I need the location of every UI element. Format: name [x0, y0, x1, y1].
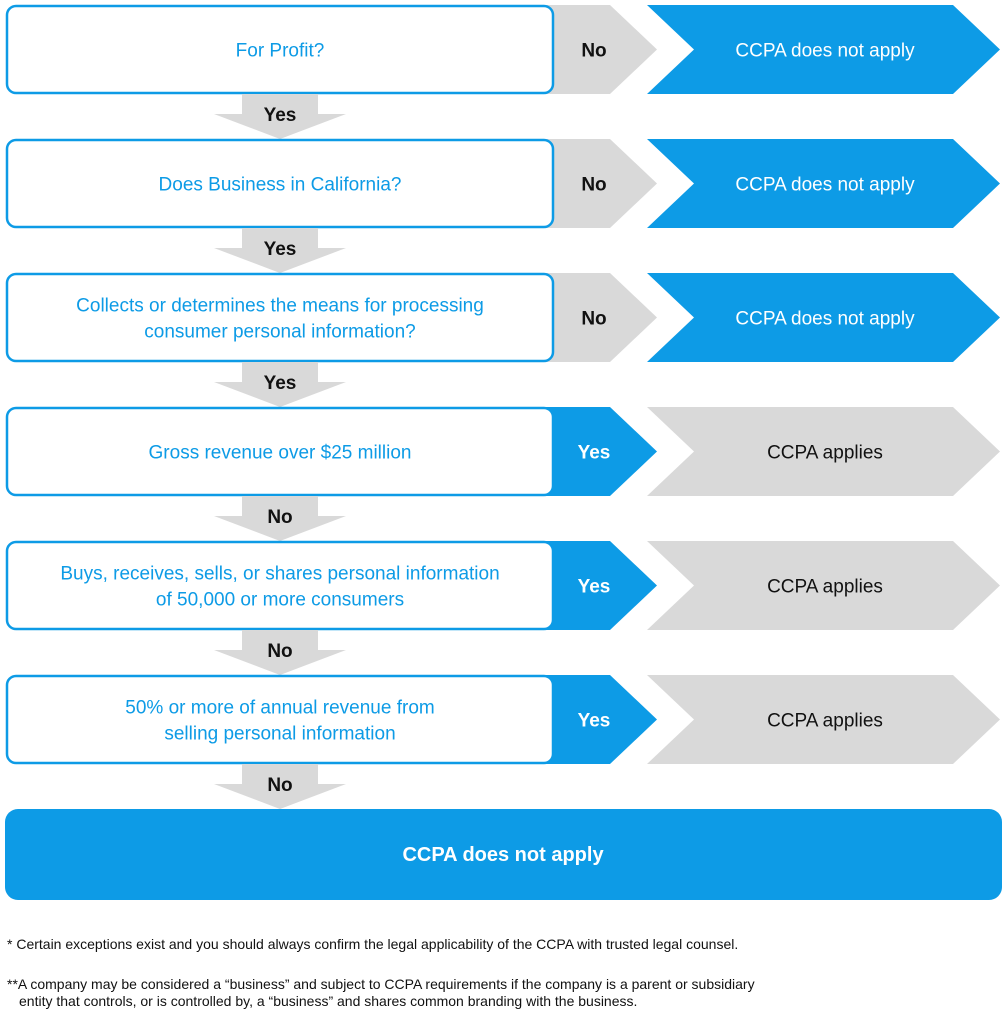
down-arrow-5 — [214, 630, 346, 675]
question-text-1: For Profit? — [236, 41, 325, 62]
question-text-2: Does Business in California? — [159, 175, 402, 196]
question-box-5 — [5, 540, 555, 631]
question-box-2 — [5, 138, 555, 229]
footnote-exceptions: * Certain exceptions exist and you shoul… — [7, 936, 997, 953]
down-label-5: No — [267, 641, 292, 662]
footnote-business-line-2: entity that controls, or is controlled b… — [19, 993, 638, 1009]
footnote-business-definition: **A company may be considered a “busines… — [7, 976, 997, 1010]
final-result-box — [5, 809, 1002, 900]
outcome-arrow-1 — [647, 5, 1000, 94]
down-label-6: No — [267, 775, 292, 796]
down-arrow-3 — [214, 362, 346, 407]
down-arrow-6 — [214, 764, 346, 809]
answer-label-4: Yes — [578, 443, 611, 464]
outcome-label-6: CCPA applies — [767, 711, 883, 732]
down-arrow-4 — [214, 496, 346, 541]
down-arrow-2 — [214, 228, 346, 273]
answer-label-1: No — [581, 41, 606, 62]
answer-arrow-6 — [540, 675, 657, 764]
answer-arrow-1 — [540, 5, 657, 94]
outcome-arrow-4 — [647, 407, 1000, 496]
outcome-label-5: CCPA applies — [767, 577, 883, 598]
down-label-4: No — [267, 507, 292, 528]
outcome-arrow-6 — [647, 675, 1000, 764]
outcome-label-2: CCPA does not apply — [735, 175, 915, 196]
question-text-3: Collects or determines the means for pro… — [76, 296, 484, 343]
outcome-label-3: CCPA does not apply — [735, 309, 915, 330]
answer-label-6: Yes — [578, 711, 611, 732]
question-box-1 — [5, 4, 555, 95]
question-box-4 — [5, 406, 555, 497]
final-result-label: CCPA does not apply — [402, 844, 604, 866]
down-label-2: Yes — [264, 239, 297, 260]
outcome-label-4: CCPA applies — [767, 443, 883, 464]
question-text-4: Gross revenue over $25 million — [149, 443, 412, 464]
outcome-arrow-2 — [647, 139, 1000, 228]
outcome-arrow-5 — [647, 541, 1000, 630]
outcome-label-1: CCPA does not apply — [735, 41, 915, 62]
question-text-5: Buys, receives, sells, or shares persona… — [60, 564, 499, 611]
answer-label-2: No — [581, 175, 606, 196]
answer-arrow-4 — [540, 407, 657, 496]
down-label-3: Yes — [264, 373, 297, 394]
answer-label-3: No — [581, 309, 606, 330]
footnote-business-line-1: **A company may be considered a “busines… — [7, 976, 755, 992]
down-label-1: Yes — [264, 105, 297, 126]
down-arrow-1 — [214, 94, 346, 139]
answer-arrow-2 — [540, 139, 657, 228]
answer-arrow-3 — [540, 273, 657, 362]
question-box-6 — [5, 674, 555, 765]
answer-label-5: Yes — [578, 577, 611, 598]
footnote-exceptions-text: * Certain exceptions exist and you shoul… — [7, 936, 739, 952]
answer-arrow-5 — [540, 541, 657, 630]
outcome-arrow-3 — [647, 273, 1000, 362]
question-box-3 — [5, 272, 555, 363]
